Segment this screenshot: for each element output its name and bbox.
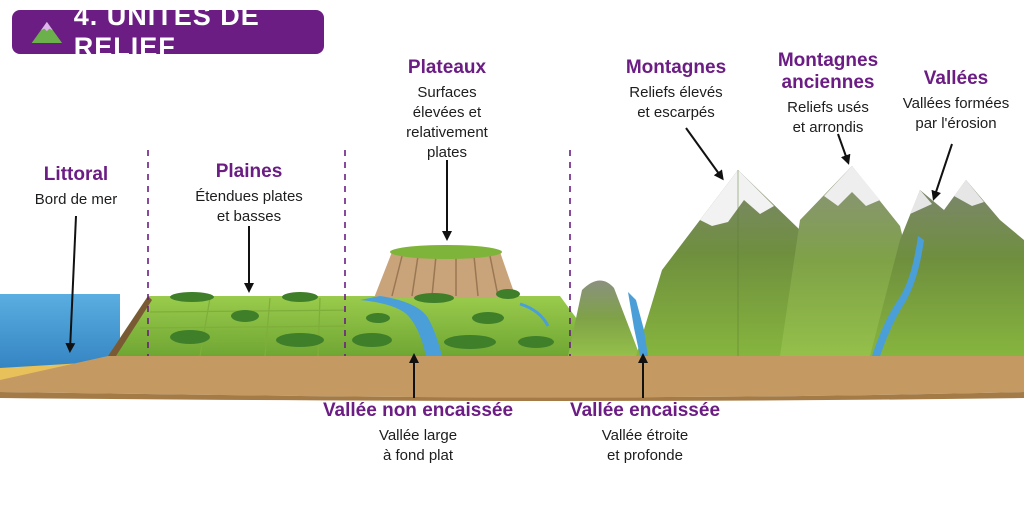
label-title: Vallées [923,68,989,89]
label-vallee-non-encaissee: Vallée non encaissée Vallée large à fond… [323,400,513,466]
plateau-mesa [374,252,516,298]
label-desc: Vallée étroite et profonde [570,426,720,466]
desc-line: Reliefs usés [787,99,869,116]
desc-line: relativement [406,124,488,141]
label-montagnes: Montagnes Reliefs élevés et escarpés [626,57,726,123]
label-title: Littoral [43,164,109,185]
title-line: anciennes [781,72,875,93]
label-title: Montagnes [625,57,727,78]
desc-line: plates [426,144,468,161]
desc-line: par l'érosion [915,115,997,132]
plateau-top [390,245,502,259]
label-littoral: Littoral Bord de mer [35,164,118,210]
label-desc: Reliefs usés et arrondis [778,98,878,138]
hill [568,280,640,356]
label-title: Vallée encaissée [569,400,721,421]
label-plateaux: Plateaux Surfaces élevées et relativemen… [406,57,488,163]
desc-line: Vallées formées [902,95,1010,112]
gorge-river [628,292,648,356]
soil-layer [0,356,1024,398]
desc-line: élevées et [412,104,482,121]
desc-line: Surfaces [417,84,477,101]
desc-line: Vallée large [378,427,458,444]
separators [147,150,571,356]
label-title: Vallée non encaissée [322,400,514,421]
label-plaines: Plaines Étendues plates et basses [195,161,303,227]
label-desc: Bord de mer [34,191,118,208]
desc-line: et arrondis [792,119,864,136]
desc-line: et escarpés [637,104,715,121]
label-desc: Reliefs élevés et escarpés [626,83,726,123]
label-desc: Vallée large à fond plat [323,426,513,466]
desc-line: Vallée étroite [601,427,689,444]
label-desc: Étendues plates et basses [195,187,303,227]
mountain-right [870,180,1024,356]
snow-cap [700,170,774,226]
label-desc: Vallées formées par l'érosion [903,94,1009,134]
label-title: Plateaux [407,57,487,78]
label-montagnes-anciennes: Montagnes anciennes Reliefs usés et arro… [778,50,878,138]
label-vallees: Vallées Vallées formées par l'érosion [903,68,1009,134]
desc-line: Étendues plates [195,188,303,205]
desc-line: à fond plat [382,447,454,464]
arrows [65,127,953,398]
label-desc: Surfaces élevées et relativement plates [406,83,488,163]
section-banner: 4. UNITES DE RELIEF [12,1,324,62]
valley-stream [872,236,924,356]
page-title: 4. UNITES DE RELIEF [73,1,260,62]
river [360,296,442,356]
desc-line: Reliefs élevés [629,84,723,101]
label-title: Plaines [215,161,283,182]
label-title: Montagnes anciennes [778,50,878,94]
title-line: Montagnes [777,50,879,71]
label-vallee-encaissee: Vallée encaissée Vallée étroite et profo… [570,400,720,466]
mountain-icon [31,21,63,43]
desc-line: et basses [216,208,282,225]
desc-line: et profonde [607,447,683,464]
